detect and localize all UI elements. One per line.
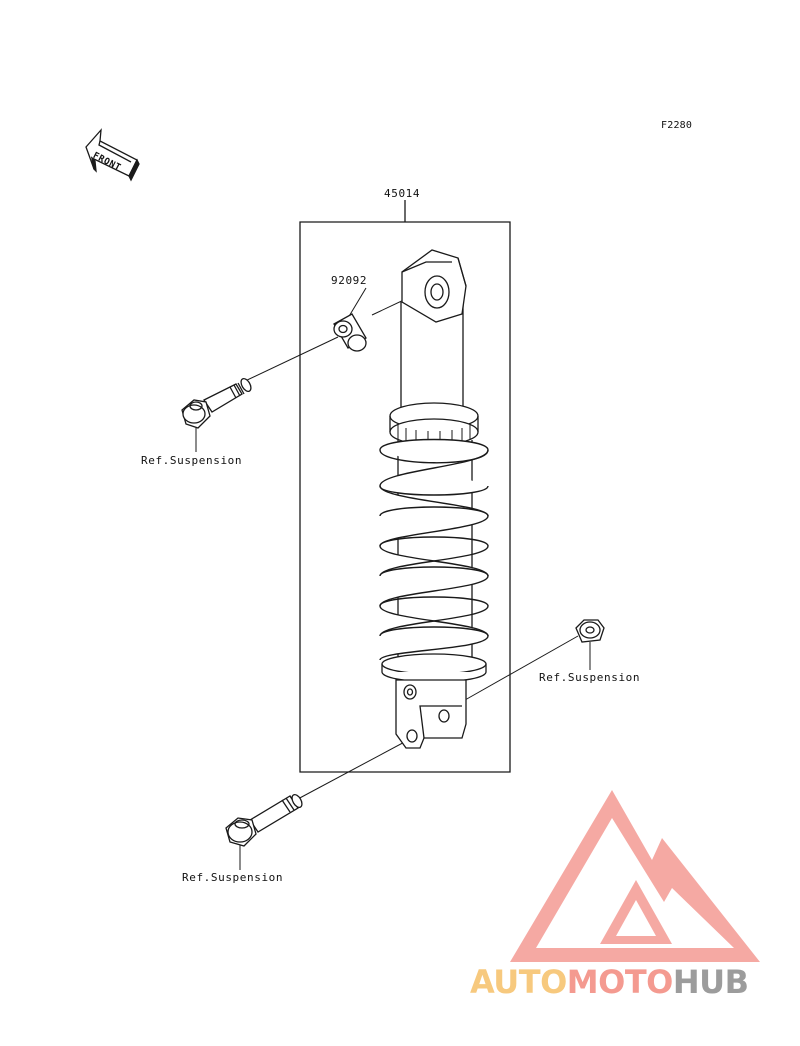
part-number-shock-assembly: 45014 <box>384 187 421 200</box>
ref-label-upper-bolt: Ref.Suspension <box>141 454 243 467</box>
collar-icon <box>333 313 367 352</box>
front-arrow-icon <box>85 128 140 182</box>
watermark-part-hub: HUB <box>672 963 749 1001</box>
ref-label-lower-bolt: Ref.Suspension <box>182 871 284 884</box>
assembly-bracket <box>299 200 511 773</box>
part-number-collar: 92092 <box>331 274 368 287</box>
watermark-part-moto: MOTO <box>566 963 674 1001</box>
watermark-part-auto: AUTO <box>470 963 567 1001</box>
shock-absorber-icon <box>379 249 489 749</box>
ref-label-lower-nut: Ref.Suspension <box>539 671 641 684</box>
watermark-text: AUTOMOTOHUB <box>470 962 749 1002</box>
upper-bolt-icon <box>181 377 252 429</box>
lower-bolt-icon <box>225 793 303 847</box>
automotohub-logo-icon <box>510 790 760 962</box>
lower-nut-icon <box>575 619 605 643</box>
figure-code: F2280 <box>661 120 693 131</box>
